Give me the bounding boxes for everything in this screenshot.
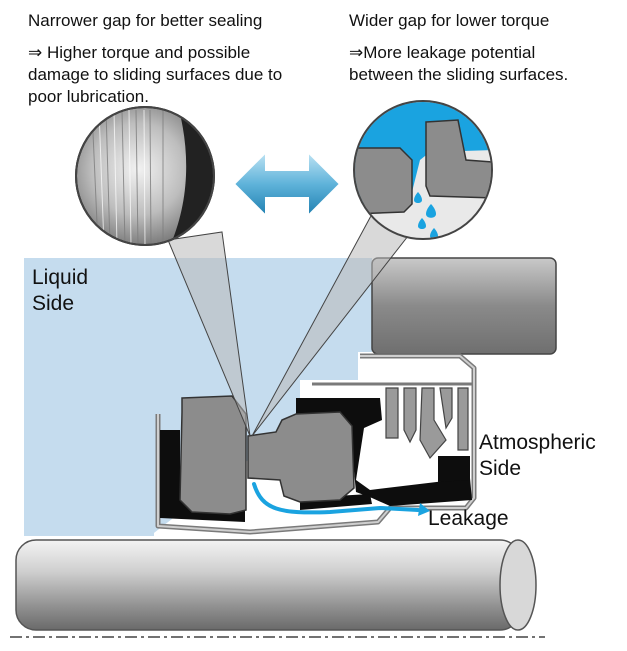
double-arrow-icon bbox=[232, 149, 342, 219]
liquid-side-label: Liquid Side bbox=[32, 266, 89, 315]
right-heading: Wider gap for lower torque bbox=[349, 11, 550, 30]
magnified-surface-icon bbox=[75, 106, 215, 246]
leakage-path bbox=[252, 482, 420, 515]
liquid-region-lower bbox=[24, 258, 154, 536]
magnified-gap-icon bbox=[353, 100, 493, 240]
leakage-label: Leakage bbox=[428, 507, 509, 530]
seal-lips bbox=[385, 387, 469, 460]
rotating-ring bbox=[247, 411, 355, 503]
left-body: ⇒ Higher torque and possible damage to s… bbox=[28, 43, 283, 106]
atmospheric-side-label: Atmospheric Side bbox=[479, 431, 596, 480]
shaft bbox=[10, 539, 545, 638]
stationary-ring bbox=[179, 395, 247, 515]
housing bbox=[371, 257, 557, 355]
callout-left bbox=[167, 231, 251, 437]
left-heading: Narrower gap for better sealing bbox=[28, 11, 263, 30]
right-body: ⇒More leakage potential between the slid… bbox=[349, 43, 569, 84]
